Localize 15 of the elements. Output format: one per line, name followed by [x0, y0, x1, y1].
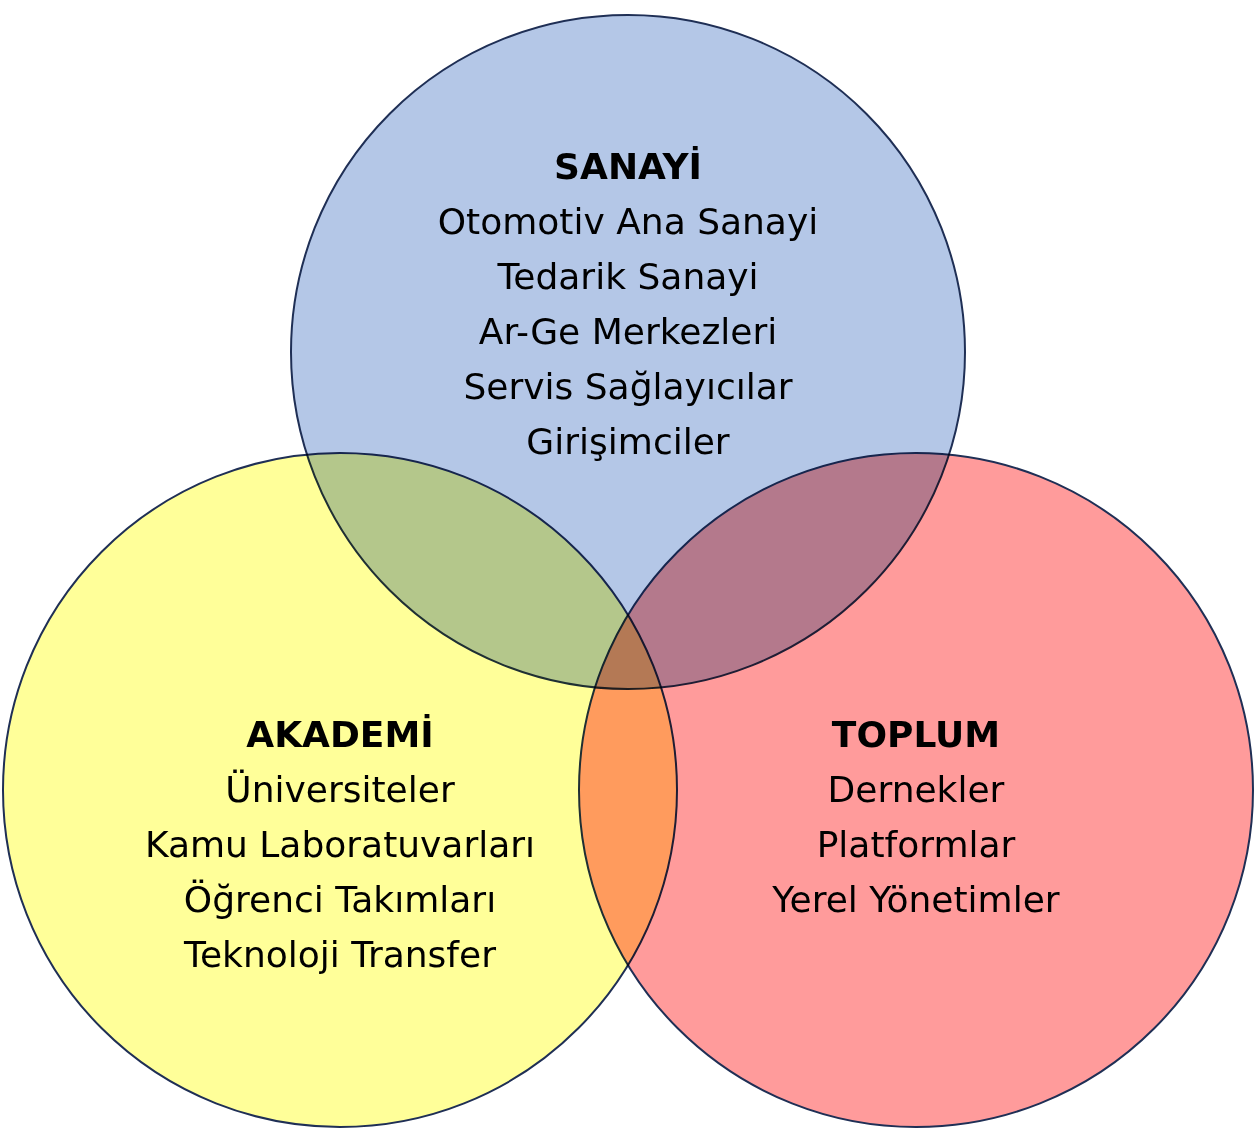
member-label: Ar-Ge Merkezleri	[478, 311, 778, 352]
member-label: Servis Sağlayıcılar	[463, 366, 793, 407]
member-label: Girişimciler	[526, 421, 730, 462]
member-label: Kamu Laboratuvarları	[144, 824, 536, 865]
member-label: Platformlar	[816, 824, 1016, 865]
member-label: Yerel Yönetimler	[772, 879, 1060, 920]
member-label: Dernekler	[827, 769, 1005, 810]
member-label: Teknoloji Transfer	[184, 934, 496, 975]
member-label: Tedarik Sanayi	[497, 256, 759, 297]
group-heading: TOPLUM	[831, 714, 1001, 755]
member-label: Öğrenci Takımları	[183, 879, 497, 920]
group-heading: SANAYİ	[554, 146, 702, 187]
member-label: Üniversiteler	[225, 769, 455, 810]
group-heading: AKADEMİ	[246, 714, 434, 755]
member-label: Otomotiv Ana Sanayi	[437, 201, 819, 242]
